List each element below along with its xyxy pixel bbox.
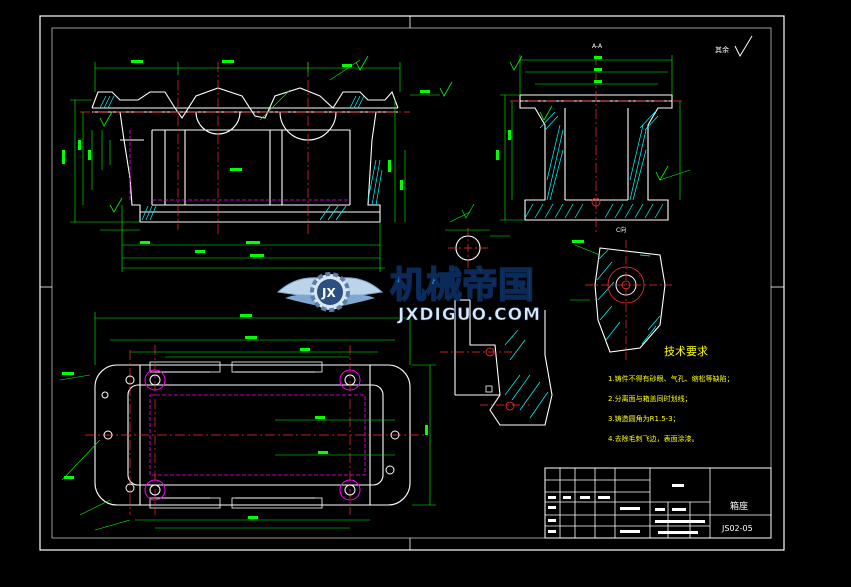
c-detail-view: C向 — [570, 226, 672, 360]
tech-requirements: 技术要求 1.铸件不得有砂眼、气孔、缩松等缺陷； 2.分离面与箱盖同时划线； 3… — [608, 343, 773, 449]
title-block-fill-marks — [548, 484, 705, 534]
tech-requirement-item: 2.分离面与箱盖同时划线； — [608, 395, 692, 403]
corner-roughness-note: 其余 — [715, 35, 753, 58]
drawing-number: JS02-05 — [721, 524, 753, 533]
rib-detail-view — [440, 203, 553, 426]
tech-requirement-item: 1.铸件不得有砂眼、气孔、缩松等缺陷； — [608, 375, 734, 383]
logo-text: JX — [321, 286, 336, 300]
section-label: A-A — [592, 43, 603, 50]
watermark-url: JXDIGUO.COM — [397, 305, 541, 325]
surface-roughness-icon — [734, 35, 753, 58]
side-section-view: A-A — [496, 43, 691, 232]
part-name: 箱座 — [730, 500, 748, 512]
corner-note-text: 其余 — [715, 45, 729, 54]
tech-requirement-item: 3.铸造圆角为R1.5-3； — [608, 415, 680, 423]
top-view — [59, 312, 436, 531]
c-view-label: C向 — [616, 226, 626, 234]
watermark-title: 机械帝国 — [390, 265, 534, 306]
tech-requirements-title: 技术要求 — [664, 345, 708, 358]
front-view — [62, 55, 453, 272]
drawing-frame — [39, 15, 785, 551]
gear-wings-logo-icon: JX — [276, 272, 384, 312]
tech-requirement-item: 4.去除毛刺飞边，表面涂漆。 — [608, 435, 699, 443]
bolt-holes — [101, 369, 400, 501]
